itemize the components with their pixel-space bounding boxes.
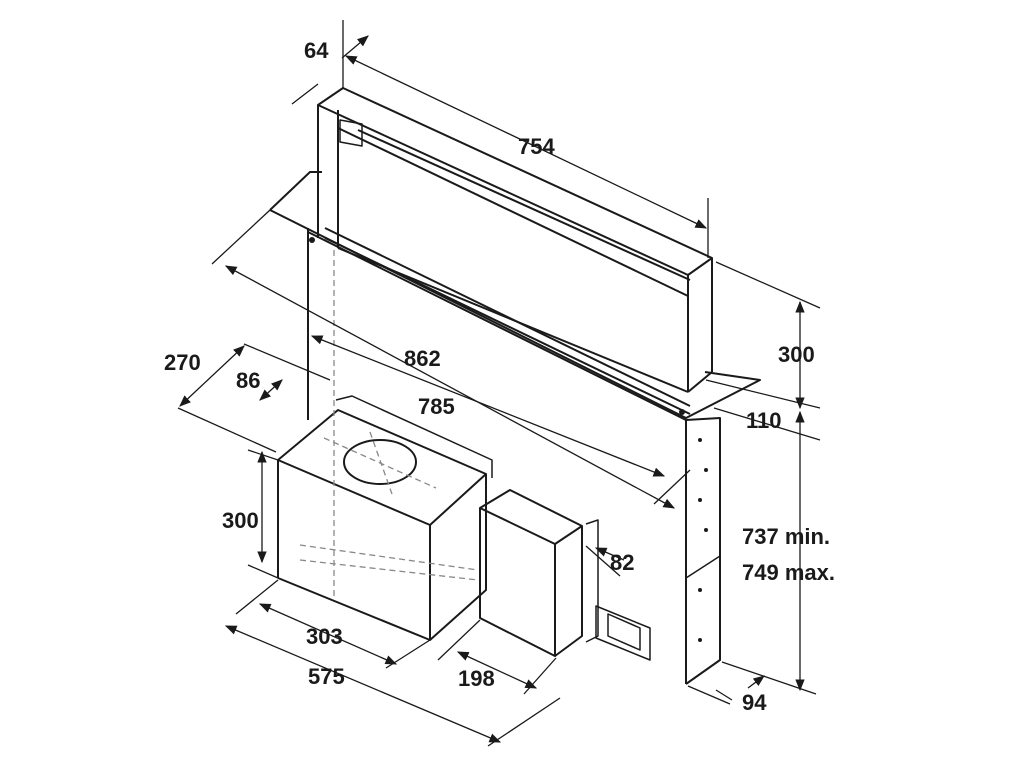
rising-panel-front: [317, 87, 713, 276]
hood-outline: [269, 87, 761, 685]
power-socket: [595, 605, 651, 661]
label-body-height-max: 749 max.: [742, 560, 835, 585]
dim-line-270: [179, 345, 245, 407]
control-box: [479, 489, 583, 657]
ext-line-737-bottom: [721, 661, 817, 695]
label-plate-height: 110: [746, 408, 782, 433]
ext-line-94: [687, 685, 731, 705]
dim-line-754: [344, 55, 708, 229]
dim-line-86: [259, 379, 283, 401]
ext-line-82: [585, 545, 621, 577]
ext-line-575: [487, 697, 561, 747]
dim-line-785: [310, 335, 666, 477]
label-total-base-width: 575: [308, 664, 345, 689]
label-control-box-width: 198: [458, 666, 495, 691]
dim-line-94: [715, 676, 764, 701]
dim-line-82: [594, 547, 625, 561]
label-rise-height: 300: [778, 342, 815, 367]
control-box-bracket: [585, 519, 599, 643]
label-overall-width: 862: [404, 346, 441, 371]
ext-line-300-rise: [705, 261, 821, 409]
ext-line-198: [437, 619, 557, 695]
dimension-labels: 64 754 300 110 862 785 270 86 300 303 57…: [164, 38, 835, 715]
top-inset: [339, 119, 363, 147]
dim-line-64: [291, 36, 368, 105]
label-top-depth: 64: [304, 38, 329, 63]
ext-line-862: [211, 209, 691, 505]
lower-housing-side-step: [685, 555, 721, 684]
label-motor-width: 303: [306, 624, 343, 649]
label-body-height-min: 737 min.: [742, 524, 830, 549]
dim-line-198: [456, 651, 538, 689]
hidden-line-base: [299, 544, 479, 581]
label-body-depth: 94: [742, 690, 767, 715]
housing-screws: [309, 237, 708, 642]
label-motor-depth: 270: [164, 350, 201, 375]
label-motor-offset: 86: [236, 368, 260, 393]
dim-line-575: [224, 625, 502, 743]
label-motor-height: 300: [222, 508, 259, 533]
ext-line-300-motor: [247, 449, 279, 579]
rising-panel-right: [687, 258, 713, 393]
ext-line-270: [177, 343, 331, 453]
label-control-box-depth: 82: [610, 550, 634, 575]
label-top-width: 754: [518, 134, 555, 159]
label-body-width: 785: [418, 394, 455, 419]
motor-unit: [277, 409, 487, 641]
dimension-lines: [177, 20, 821, 747]
